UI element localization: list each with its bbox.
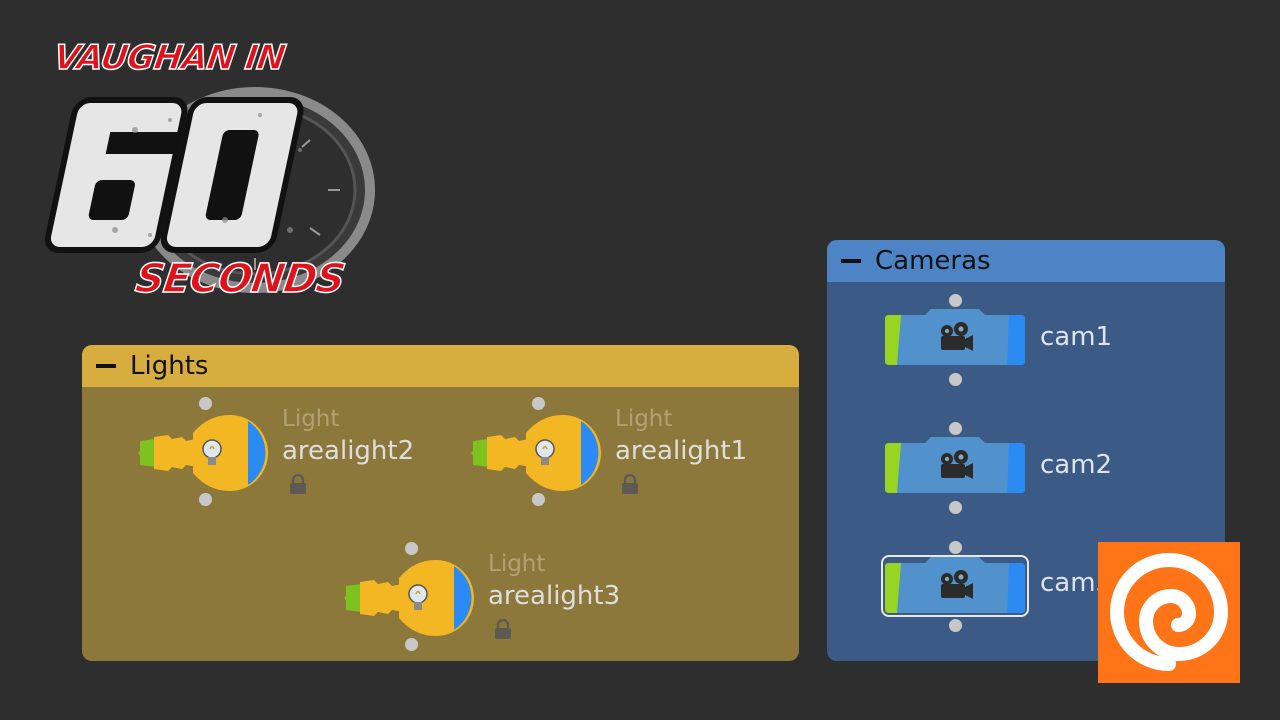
lock-icon[interactable]: [288, 474, 308, 494]
lights-box-title: Lights: [130, 351, 209, 381]
node-cam3[interactable]: [881, 555, 1029, 617]
input-connector[interactable]: [532, 397, 545, 410]
output-connector[interactable]: [949, 501, 962, 514]
movie-camera-icon: [885, 309, 1025, 365]
node-arealight1[interactable]: [471, 413, 601, 493]
lights-box-header[interactable]: Lights: [82, 345, 799, 387]
lightbulb-icon: [138, 413, 268, 493]
node-arealight3[interactable]: [344, 558, 474, 638]
cameras-box-header[interactable]: Cameras: [827, 240, 1225, 282]
collapse-minus-icon[interactable]: [96, 364, 116, 368]
lightbulb-icon: [344, 558, 474, 638]
node-name-label[interactable]: arealight2: [282, 436, 415, 466]
input-connector[interactable]: [949, 422, 962, 435]
output-connector[interactable]: [949, 373, 962, 386]
node-name-label[interactable]: arealight3: [488, 581, 621, 611]
node-type-label: Light: [282, 406, 340, 432]
output-connector[interactable]: [199, 493, 212, 506]
node-arealight2[interactable]: [138, 413, 268, 493]
node-cam1[interactable]: [883, 309, 1027, 371]
movie-camera-icon: [885, 437, 1025, 493]
output-connector[interactable]: [532, 493, 545, 506]
input-connector[interactable]: [199, 397, 212, 410]
output-connector[interactable]: [949, 619, 962, 632]
lightbulb-icon: [471, 413, 601, 493]
logo-title-top: VAUGHAN IN: [50, 37, 288, 79]
output-connector[interactable]: [405, 638, 418, 651]
lock-icon[interactable]: [620, 474, 640, 494]
logo-title-bottom: SECONDS: [132, 255, 348, 303]
input-connector[interactable]: [949, 541, 962, 554]
cameras-box-title: Cameras: [875, 246, 991, 276]
node-name-label[interactable]: arealight1: [615, 436, 748, 466]
lock-icon[interactable]: [493, 619, 513, 639]
show-logo: VAUGHAN IN 60 SECONDS: [40, 30, 390, 330]
movie-camera-icon: [885, 557, 1025, 613]
collapse-minus-icon[interactable]: [841, 259, 861, 263]
node-name-label[interactable]: cam1: [1040, 322, 1113, 352]
node-type-label: Light: [488, 551, 546, 577]
houdini-spiral-icon: [1098, 542, 1240, 683]
input-connector[interactable]: [949, 294, 962, 307]
node-cam2[interactable]: [883, 437, 1027, 499]
node-name-label[interactable]: cam2: [1040, 450, 1113, 480]
node-type-label: Light: [615, 406, 673, 432]
input-connector[interactable]: [405, 542, 418, 555]
